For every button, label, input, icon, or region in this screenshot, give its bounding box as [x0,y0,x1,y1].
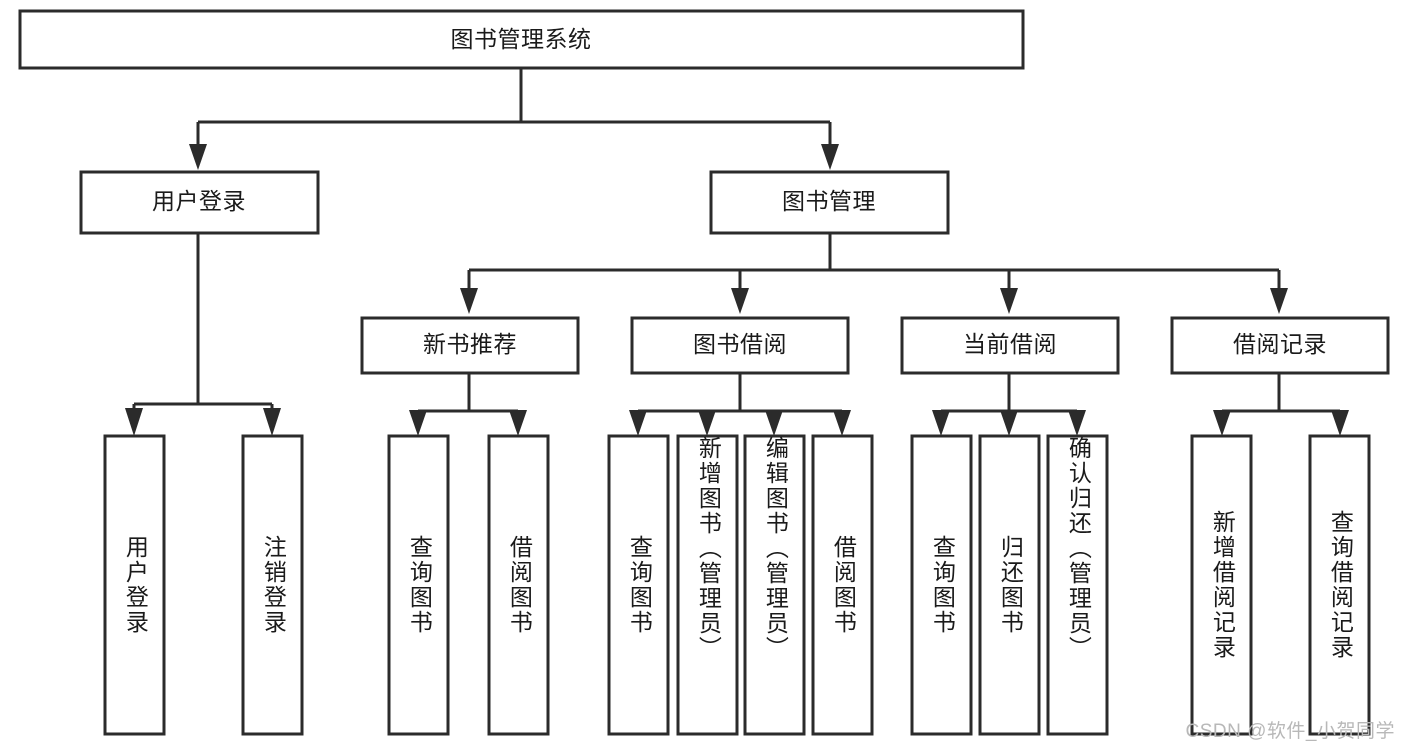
connector-userlogin-to-leaves [125,233,281,436]
arrow-head-icon [932,410,950,436]
leaf-box-return-book[interactable] [978,434,1041,736]
leaf-boxes-new-book-rec [387,434,550,736]
connector-currentborrow-to-leaves [932,373,1086,436]
node-current-borrow-label: 当前借阅 [963,331,1057,357]
leaf-boxes-borrow-record [1190,434,1371,736]
arrow-head-icon [1000,288,1018,314]
node-borrow-record-label: 借阅记录 [1233,331,1327,357]
node-user-login[interactable]: 用户登录 [79,170,320,235]
arrow-head-icon [821,144,839,170]
leaf-box-borrow-book-2[interactable] [811,434,874,736]
leaf-boxes-book-borrow [607,434,874,736]
arrow-head-icon [698,410,716,436]
leaf-box-logout-login[interactable] [241,434,304,736]
leaf-box-borrow-book-1[interactable] [487,434,550,736]
leaf-box-confirm-return[interactable] [1046,434,1109,736]
node-root-system-label: 图书管理系统 [451,26,592,52]
leaf-box-query-book-2[interactable] [607,434,670,736]
node-current-borrow[interactable]: 当前借阅 [900,316,1120,375]
arrow-head-icon [1000,410,1018,436]
connector-newbook-to-leaves [409,373,527,436]
connector-bookborrow-to-leaves [629,373,851,436]
arrow-head-icon [765,410,783,436]
node-new-book-rec[interactable]: 新书推荐 [360,316,580,375]
arrow-head-icon [833,410,851,436]
arrow-head-icon [460,288,478,314]
leaf-boxes-user-login [103,434,304,736]
node-book-borrow[interactable]: 图书借阅 [630,316,850,375]
leaf-box-query-record[interactable] [1308,434,1371,736]
arrow-head-icon [263,408,281,436]
connector-borrowrecord-to-leaves [1213,373,1349,436]
leaf-box-edit-book[interactable] [743,434,806,736]
node-book-manage-label: 图书管理 [782,188,876,214]
arrow-head-icon [125,408,143,436]
arrow-head-icon [1213,410,1231,436]
node-book-manage[interactable]: 图书管理 [709,170,950,235]
arrow-head-icon [731,288,749,314]
arrow-head-icon [189,144,207,170]
leaf-box-user-login[interactable] [103,434,166,736]
leaf-box-add-book[interactable] [676,434,739,736]
node-new-book-rec-label: 新书推荐 [423,331,517,357]
connector-bookmanage-to-level3 [460,233,1288,314]
node-user-login-label: 用户登录 [152,188,246,214]
node-root-system[interactable]: 图书管理系统 [18,9,1025,70]
arrow-head-icon [409,410,427,436]
connector-root-to-level2 [189,68,839,170]
leaf-box-query-book-3[interactable] [910,434,973,736]
leaf-box-add-record[interactable] [1190,434,1253,736]
leaf-boxes-current-borrow [910,434,1109,736]
node-book-borrow-label: 图书借阅 [693,331,787,357]
arrow-head-icon [1331,410,1349,436]
arrow-head-icon [509,410,527,436]
node-borrow-record[interactable]: 借阅记录 [1170,316,1390,375]
arrow-head-icon [1068,410,1086,436]
arrow-head-icon [629,410,647,436]
leaf-box-query-book-1[interactable] [387,434,450,736]
csdn-watermark: CSDN @软件_小贺同学 [1185,721,1395,742]
arrow-head-icon [1270,288,1288,314]
